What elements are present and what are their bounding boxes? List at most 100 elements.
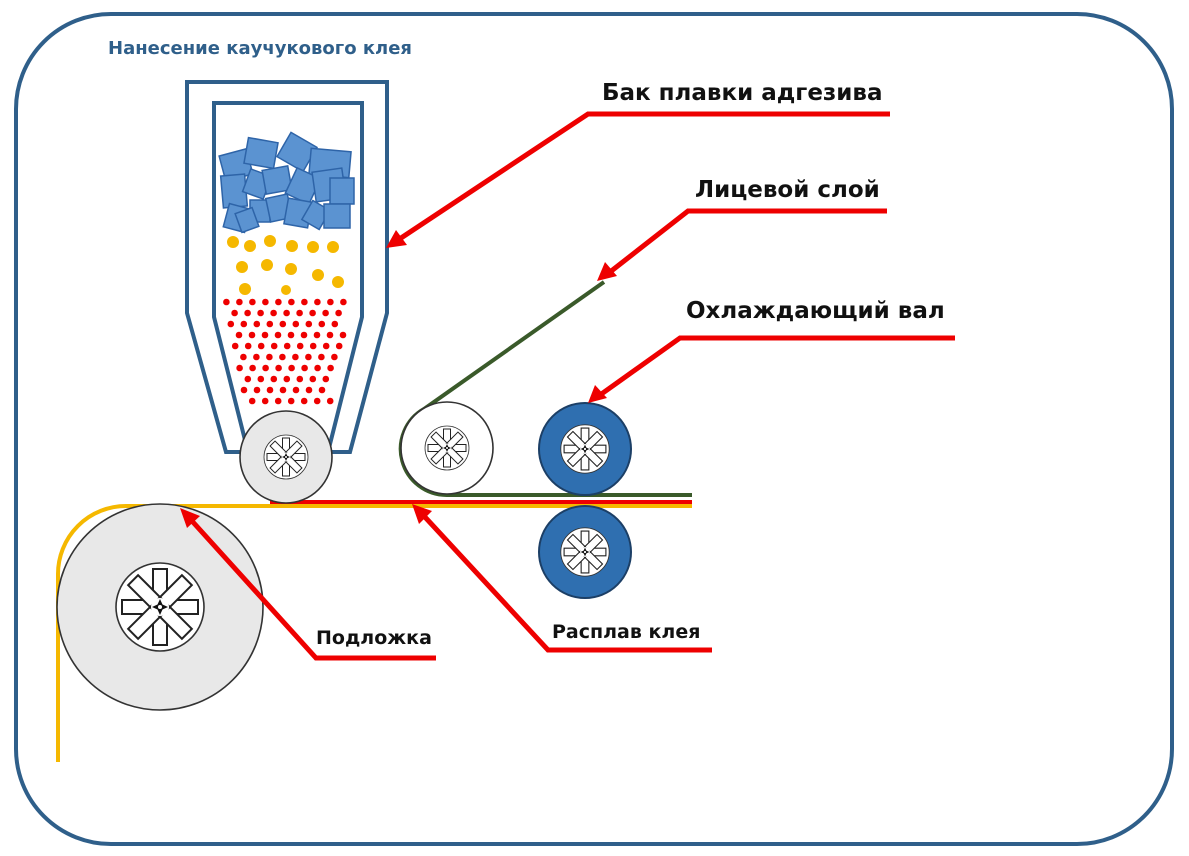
- rubber-blocks: [218, 131, 355, 234]
- adhesive-melt-dots: [223, 298, 347, 405]
- melt-dot: [296, 342, 304, 350]
- cooling-roll-bottom: [538, 505, 632, 599]
- melt-dot: [283, 375, 291, 383]
- roll-hub-icon: [115, 562, 205, 652]
- melt-dot: [253, 320, 261, 328]
- melt-dot: [305, 353, 312, 361]
- substrate-line: [56, 504, 692, 762]
- glue-melt-pointer: [422, 514, 712, 653]
- roll-hub-icon: [263, 434, 309, 480]
- melt-dot: [266, 353, 273, 361]
- melt-dot: [335, 309, 342, 317]
- melt-dot: [274, 331, 282, 339]
- pointers: [190, 111, 955, 661]
- melt-dot: [309, 309, 316, 317]
- melt-dot: [236, 364, 243, 372]
- melt-dot: [270, 342, 278, 350]
- melt-dot: [262, 364, 269, 372]
- label-glue-melt: Расплав клея: [552, 621, 700, 643]
- melt-dot: [244, 309, 251, 317]
- melt-dot: [231, 309, 238, 317]
- melt-dot: [314, 298, 321, 306]
- melt-dot: [287, 331, 295, 339]
- melt-dot: [326, 397, 334, 405]
- melt-dot: [340, 298, 347, 306]
- melt-dot: [296, 309, 303, 317]
- roll-hub-icon: [560, 424, 610, 474]
- melt-dot: [244, 375, 252, 383]
- melt-dot: [301, 364, 308, 372]
- cooling-roll-top: [538, 402, 632, 496]
- melt-dot: [283, 342, 291, 350]
- melt-dot: [231, 342, 239, 350]
- page-title: Нанесение каучукового клея: [108, 38, 412, 59]
- melt-dot: [274, 397, 282, 405]
- melt-dot: [240, 320, 248, 328]
- melt-dot: [296, 375, 304, 383]
- hopper-icon: [185, 80, 389, 454]
- substrate-pointer: [190, 519, 436, 661]
- melt-dot: [249, 298, 256, 306]
- melt-dot: [240, 353, 247, 361]
- melt-dot: [266, 386, 274, 394]
- melt-dot: [331, 353, 338, 361]
- melt-dot: [253, 386, 261, 394]
- melt-dot: [305, 320, 313, 328]
- face-guide-roll: [400, 401, 494, 495]
- roll-hub-icon: [424, 425, 470, 471]
- melt-dot: [275, 364, 282, 372]
- melt-dot: [327, 298, 334, 306]
- melt-dot: [266, 320, 274, 328]
- melt-dot: [236, 298, 243, 306]
- face-layer-pointer: [608, 208, 887, 274]
- melt-dot: [300, 397, 308, 405]
- melt-dot: [301, 298, 308, 306]
- melt-dot: [322, 342, 330, 350]
- melt-dot: [309, 342, 317, 350]
- melt-dot: [270, 375, 278, 383]
- melt-dot: [244, 342, 252, 350]
- melt-dot: [309, 375, 317, 383]
- melt-dot: [279, 320, 287, 328]
- label-face-layer: Лицевой слой: [695, 177, 880, 203]
- melt-dot: [261, 331, 269, 339]
- roll-hub-icon: [560, 527, 610, 577]
- melt-dot: [313, 397, 321, 405]
- melt-dot: [339, 331, 347, 339]
- melt-dot: [322, 375, 330, 383]
- melt-dot: [227, 320, 235, 328]
- melt-dot: [331, 320, 339, 328]
- melt-dot: [279, 353, 286, 361]
- label-substrate: Подложка: [316, 627, 432, 649]
- melt-dot: [292, 353, 299, 361]
- melt-dot: [253, 353, 260, 361]
- melt-dot: [257, 309, 264, 317]
- melt-dot: [275, 298, 282, 306]
- outer-frame: [14, 12, 1174, 846]
- melt-dot: [314, 364, 321, 372]
- melt-dot: [318, 353, 325, 361]
- adhesive-pellets: [227, 235, 344, 295]
- label-cooling-roll: Охлаждающий вал: [686, 298, 945, 324]
- melt-dot: [305, 386, 313, 394]
- melt-dot: [240, 386, 248, 394]
- melt-dot: [249, 364, 256, 372]
- substrate-roll: [56, 503, 264, 711]
- melt-dot: [283, 309, 290, 317]
- label-tank: Бак плавки адгезива: [602, 80, 882, 106]
- melt-dot: [322, 309, 329, 317]
- cooling-roll-pointer: [598, 335, 955, 398]
- melt-dot: [261, 397, 269, 405]
- melt-dot: [288, 298, 295, 306]
- melt-dot: [262, 298, 269, 306]
- arrow-pointer-icon: [180, 230, 617, 528]
- melt-dot: [270, 309, 277, 317]
- melt-dot: [248, 331, 256, 339]
- melt-dot: [335, 342, 343, 350]
- melt-dot: [257, 342, 265, 350]
- melt-dot: [223, 298, 230, 306]
- melt-dot: [300, 331, 308, 339]
- melt-dot: [288, 364, 295, 372]
